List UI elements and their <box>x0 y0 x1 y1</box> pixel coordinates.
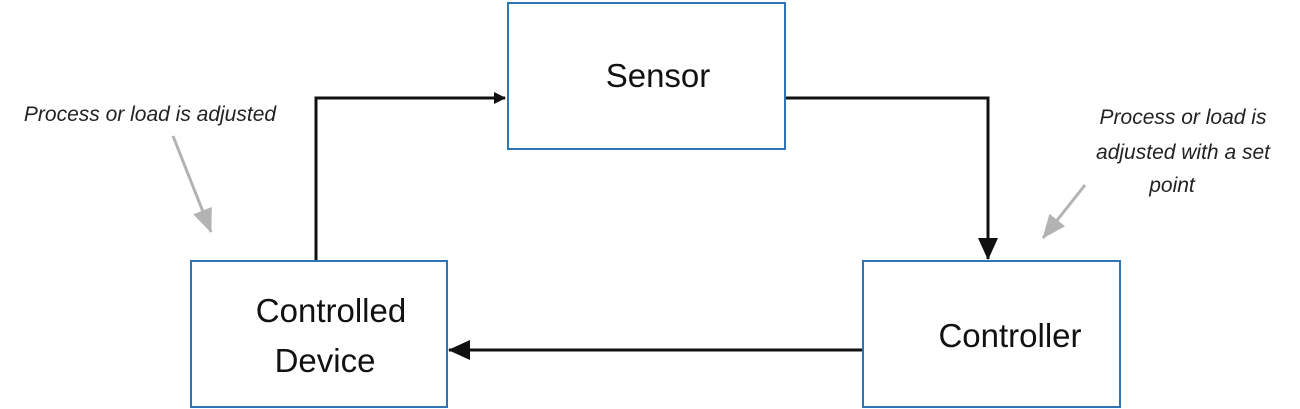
right-annotation-line2: adjusted with a set <box>1096 141 1271 164</box>
controller-label: Controller <box>938 317 1081 354</box>
left-annotation-arrow <box>171 135 213 233</box>
controlled-device-box <box>190 260 448 408</box>
sensor-box <box>507 2 786 150</box>
controller-box <box>862 260 1121 408</box>
edge-sensor-to-controller <box>786 96 998 260</box>
edge-device-to-sensor <box>314 92 506 260</box>
controller-node: Controller <box>862 260 1121 408</box>
sensor-label: Sensor <box>606 57 711 94</box>
controlled-device-label-line2: Device <box>275 342 376 379</box>
right-annotation-arrow <box>1041 184 1087 239</box>
right-annotation-line3: point <box>1148 174 1196 197</box>
sensor-node: Sensor <box>507 2 786 150</box>
controlled-device-node: Controlled Device <box>190 260 448 408</box>
right-annotation-line1: Process or load is <box>1100 106 1267 129</box>
left-annotation-text: Process or load is adjusted <box>24 103 277 126</box>
controlled-device-label-line1: Controlled <box>256 292 406 329</box>
